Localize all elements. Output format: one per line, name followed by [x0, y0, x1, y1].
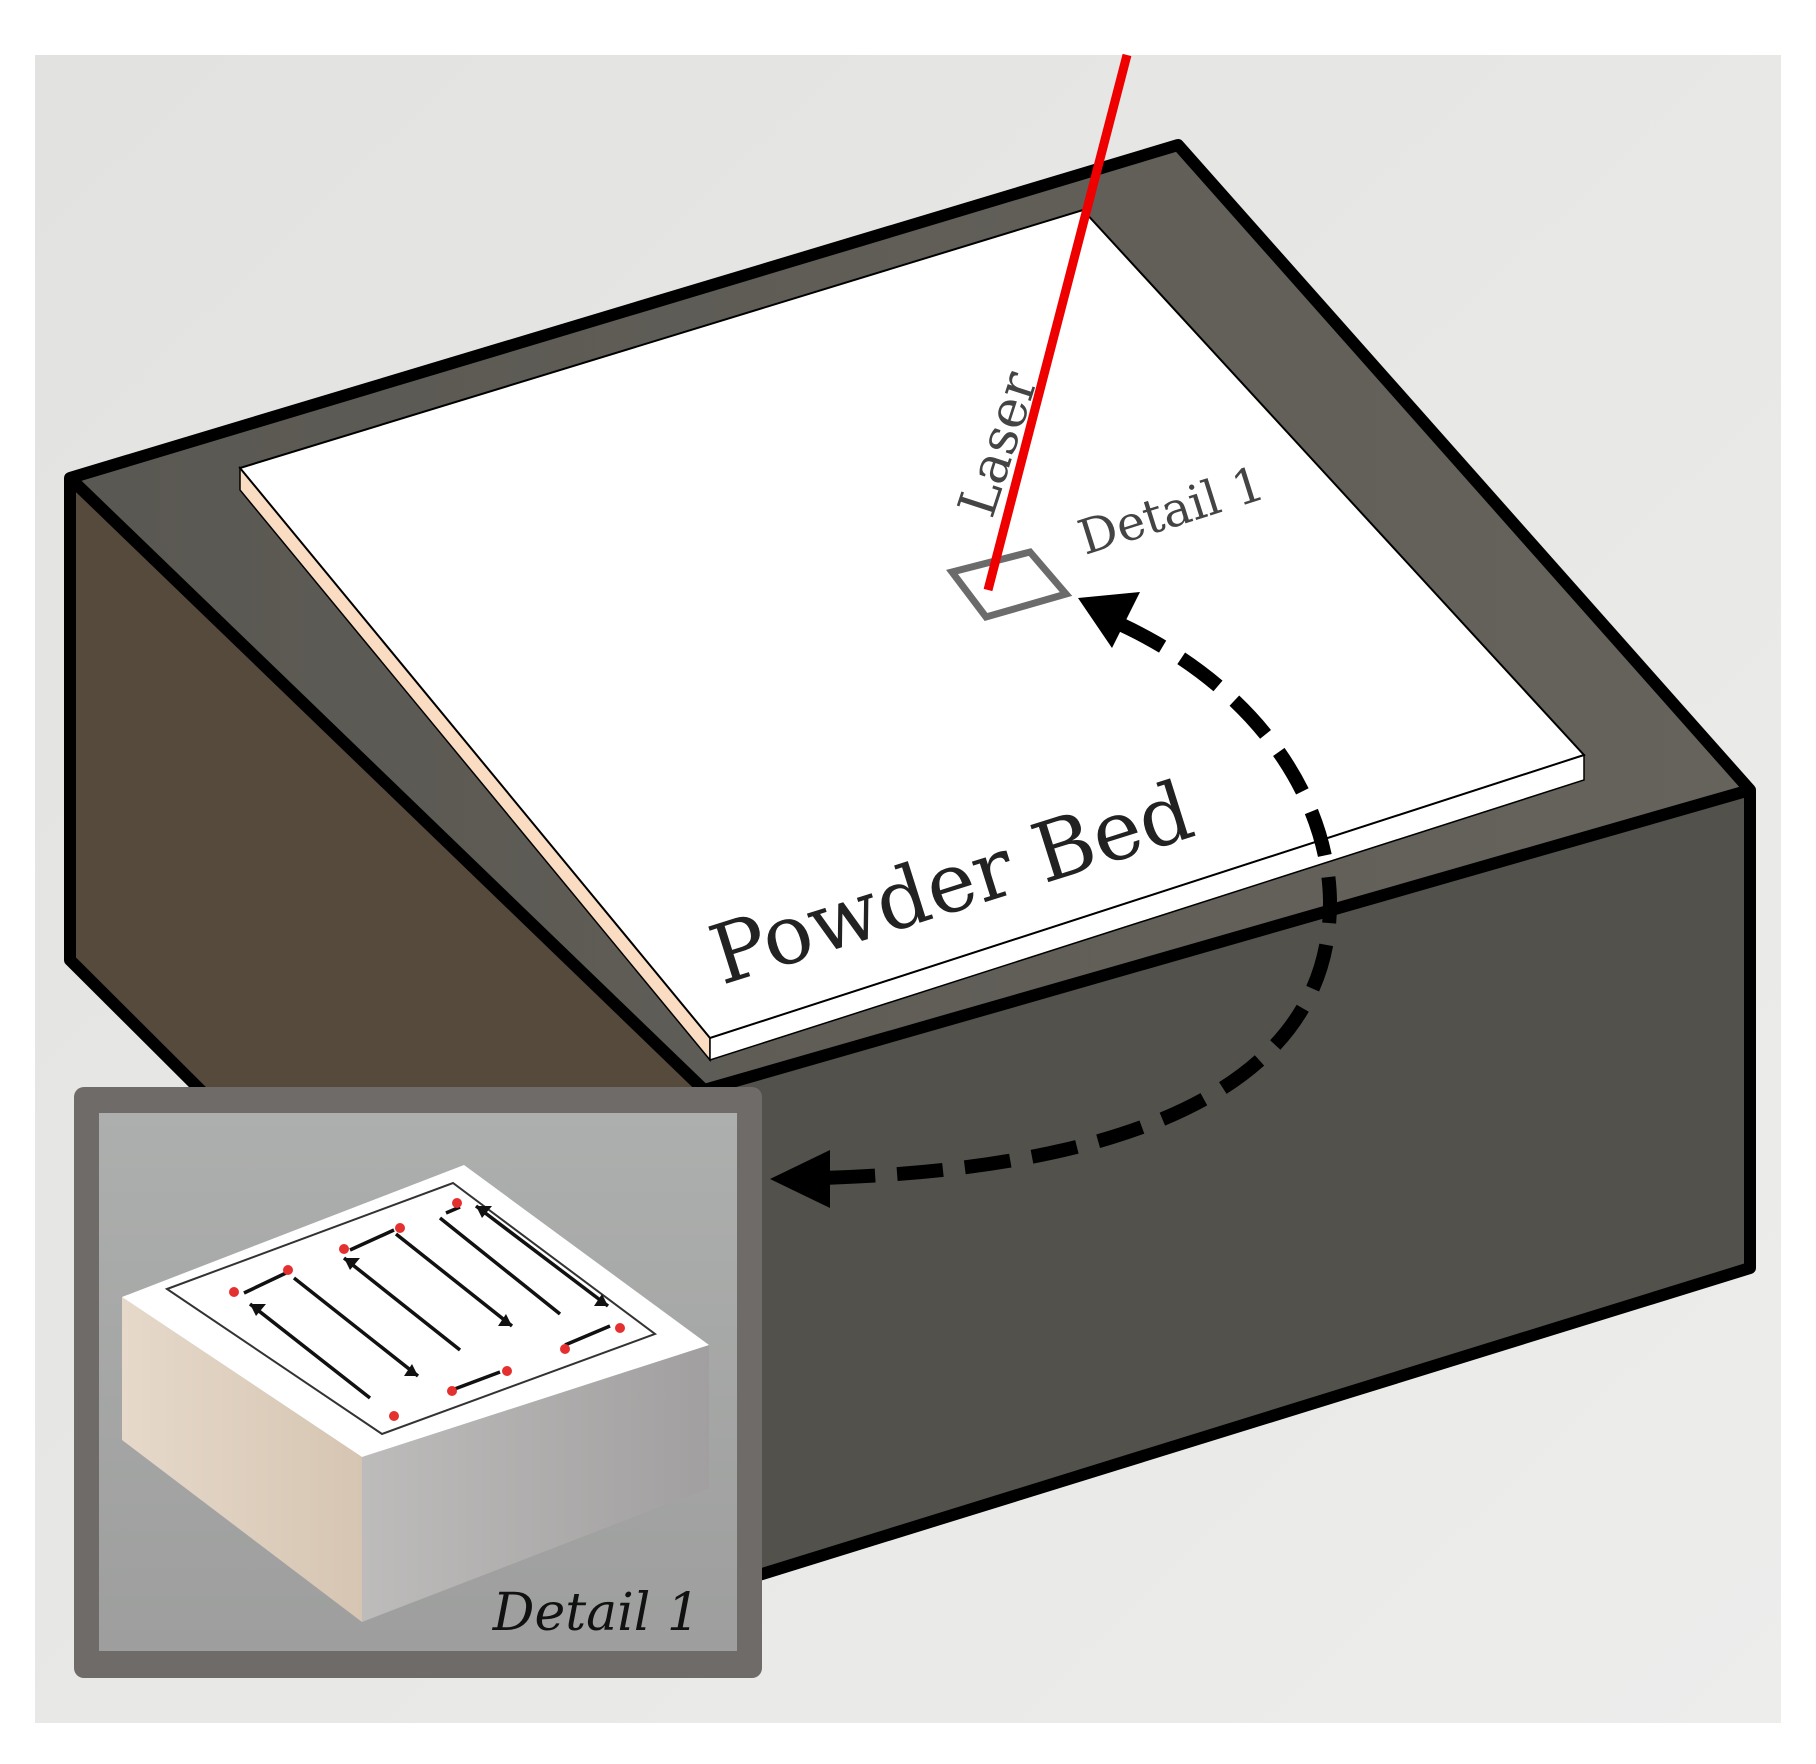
- dashed-curved-arrow-icon: [770, 592, 1338, 1208]
- scan-point: [389, 1411, 399, 1421]
- scan-line: [349, 1228, 395, 1252]
- scan-line: [474, 1204, 610, 1308]
- scan-point: [447, 1386, 457, 1396]
- powder-bed: [238, 208, 1586, 1063]
- scan-arrowhead: [594, 1294, 608, 1306]
- dashed-arrow-head-top: [1078, 592, 1140, 648]
- scan-line: [451, 1370, 501, 1392]
- scan-point: [560, 1344, 570, 1354]
- scan-arrowhead: [250, 1304, 266, 1316]
- inset-scan-border: [164, 1181, 658, 1436]
- scan-point: [395, 1223, 405, 1233]
- scan-point: [452, 1198, 462, 1208]
- scan-line: [445, 1205, 461, 1215]
- scan-line: [292, 1276, 420, 1378]
- scan-arrowhead: [498, 1314, 512, 1326]
- scan-arrowhead: [344, 1258, 360, 1270]
- inset-scan-lines: [243, 1204, 611, 1400]
- scan-point: [229, 1287, 239, 1297]
- scan-arrowhead: [404, 1364, 418, 1376]
- scan-line: [243, 1271, 287, 1295]
- scan-line: [394, 1232, 514, 1328]
- scan-direction-arrow-icon: [250, 1206, 608, 1376]
- detail-marker-square: [946, 548, 1073, 622]
- scan-line: [564, 1324, 611, 1347]
- machine-outline: [64, 139, 1756, 1598]
- scan-point: [283, 1265, 293, 1275]
- scan-line: [342, 1256, 462, 1352]
- inset-block-top-face: [122, 1165, 709, 1457]
- detail-inset: Detail 1: [74, 1087, 762, 1678]
- scan-point: [339, 1244, 349, 1254]
- scan-point: [615, 1323, 625, 1333]
- laser-beam: [983, 53, 1132, 592]
- inset-caption: Detail 1: [492, 1583, 700, 1643]
- scan-line: [438, 1216, 562, 1316]
- inset-block-left-face: [122, 1297, 362, 1622]
- scan-point: [502, 1366, 512, 1376]
- dashed-arrow-path: [819, 618, 1338, 1185]
- machine-front-face: [704, 790, 1750, 1592]
- scan-arrowhead: [476, 1206, 492, 1218]
- scan-line: [248, 1302, 372, 1400]
- powder-bed-top: [238, 208, 1586, 1040]
- inset-block-right-face: [362, 1345, 709, 1622]
- dashed-arrow-head-left: [770, 1150, 830, 1208]
- inset-scan-points: [229, 1198, 625, 1421]
